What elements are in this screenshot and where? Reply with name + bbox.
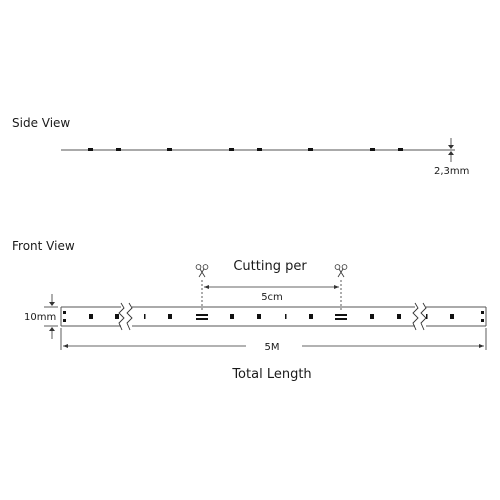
scissors-icon (334, 264, 348, 278)
width-arrowhead-bottom (49, 327, 55, 331)
led-chip (397, 314, 401, 319)
side-led (167, 148, 172, 151)
solder-pad (335, 314, 347, 316)
solder-pad (63, 319, 66, 322)
led-chip (115, 314, 119, 319)
cutting-per-label: Cutting per (233, 259, 307, 274)
front-view-title: Front View (12, 239, 75, 253)
led-chip (450, 314, 454, 319)
cut-interval-dimension (201, 280, 342, 312)
front-view-strip (60, 302, 487, 331)
width-arrowhead-top (49, 302, 55, 306)
solder-pads (63, 311, 484, 322)
resistor (144, 314, 146, 319)
break-symbol (420, 302, 427, 331)
total-length-label: Total Length (231, 367, 311, 382)
length-dimension (60, 328, 487, 350)
thickness-arrowhead-bottom (448, 151, 454, 155)
side-led (257, 148, 262, 151)
length-arrow-right (479, 344, 484, 348)
solder-pad (63, 311, 66, 314)
width-label: 10mm (24, 312, 56, 323)
thickness-arrowhead-top (448, 145, 454, 149)
solder-pad (196, 318, 208, 320)
side-led (116, 148, 121, 151)
side-led (398, 148, 403, 151)
side-thickness-dimension (448, 138, 454, 162)
led-chip (309, 314, 313, 319)
strip-outline-middle (132, 306, 415, 327)
resistor (285, 314, 287, 319)
scissors-icon (195, 264, 209, 278)
side-led (229, 148, 234, 151)
break-symbol (118, 302, 125, 331)
led-chip (89, 314, 93, 319)
solder-pad (196, 314, 208, 316)
led-chip (230, 314, 234, 319)
side-view-strip: 2,3mm (61, 138, 469, 177)
side-view-title: Side View (12, 116, 70, 130)
length-value-label: 5M (265, 342, 280, 353)
break-symbol (412, 302, 419, 331)
solder-pad (335, 318, 347, 320)
solder-pad (481, 319, 484, 322)
side-thickness-label: 2,3mm (434, 166, 469, 177)
side-led (308, 148, 313, 151)
side-led (370, 148, 375, 151)
strip-outline-right (426, 306, 487, 327)
cut-interval-label: 5cm (261, 292, 283, 303)
strip-outline-left (60, 306, 121, 327)
side-view-leds (88, 148, 403, 151)
solder-pad (481, 311, 484, 314)
cut-interval-arrow-right (334, 285, 339, 289)
break-symbol (126, 302, 133, 331)
length-arrow-left (63, 344, 68, 348)
cut-interval-arrow-left (204, 285, 209, 289)
side-led (88, 148, 93, 151)
width-dimension (44, 294, 58, 339)
led-chip (257, 314, 261, 319)
front-view-resistors (144, 314, 428, 319)
resistor (426, 314, 428, 319)
led-chip (168, 314, 172, 319)
front-view-leds (89, 314, 454, 319)
led-chip (370, 314, 374, 319)
